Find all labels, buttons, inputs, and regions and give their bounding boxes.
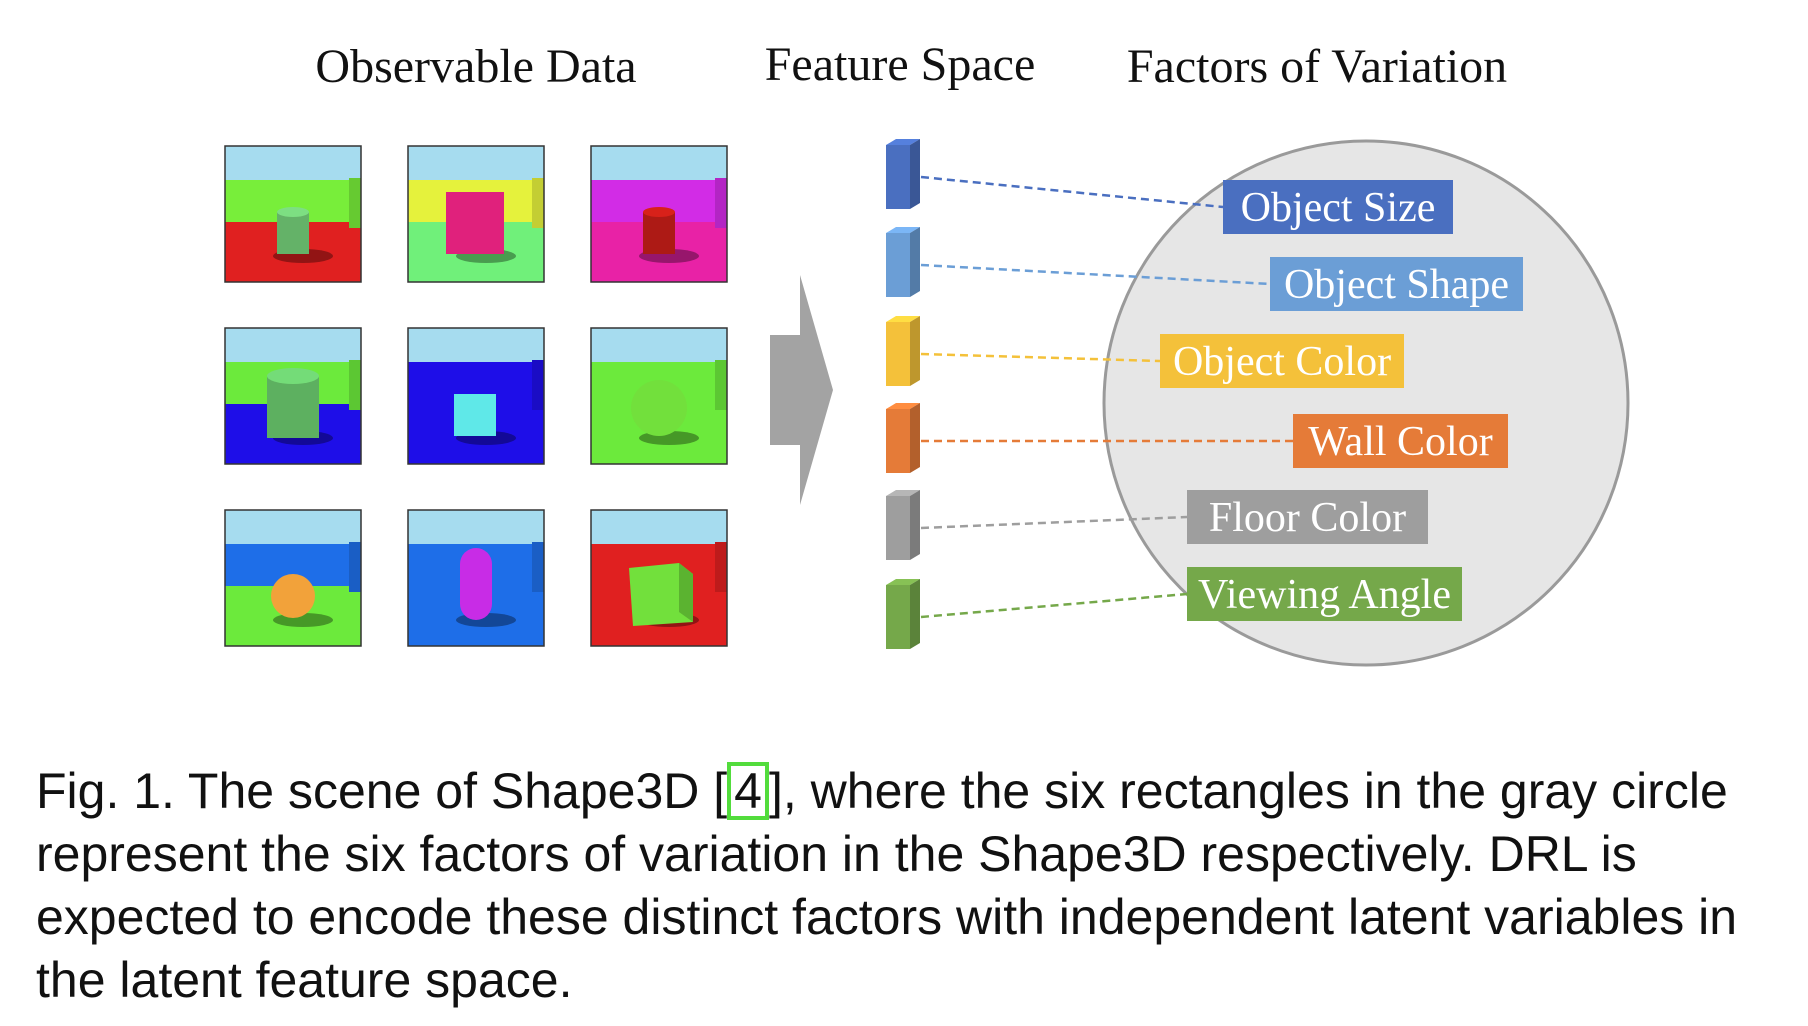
observable-data-grid (224, 145, 728, 647)
connector-line (920, 263, 1271, 286)
heading-factors-of-variation: Factors of Variation (1127, 40, 1507, 93)
feature-space-blocks (886, 139, 920, 649)
scene-thumbnail (407, 509, 545, 647)
scene-thumbnail (590, 509, 728, 647)
caption-prefix: Fig. 1. The scene of Shape3D [ (36, 763, 728, 819)
factor-label-text: Object Size (1241, 185, 1436, 231)
scene-thumbnail (590, 327, 728, 465)
figure: Observable Data Feature Space Factors of… (224, 38, 1630, 667)
scene-thumbnail (224, 509, 362, 647)
factor-label: Floor Color (1187, 490, 1428, 544)
factor-label: Object Shape (1270, 257, 1523, 311)
connector-lines (920, 175, 1293, 619)
caption-body: ], where the six rectangles in the gray … (36, 763, 1738, 1008)
arrow-icon (770, 275, 833, 505)
factor-label: Viewing Angle (1187, 567, 1462, 621)
citation-link[interactable]: 4 (727, 762, 769, 820)
factor-label: Object Size (1223, 180, 1453, 234)
latent-variable-block (886, 579, 920, 649)
scene-thumbnail (407, 145, 545, 283)
factor-label: Wall Color (1293, 414, 1508, 468)
figure-caption: Fig. 1. The scene of Shape3D [4], where … (36, 760, 1774, 1012)
factor-label-text: Viewing Angle (1198, 572, 1451, 618)
latent-variable-block (886, 316, 920, 386)
connector-line (920, 175, 1224, 209)
scene-thumbnail (224, 145, 362, 283)
heading-feature-space: Feature Space (765, 38, 1036, 91)
latent-variable-block (886, 139, 920, 209)
latent-variable-block (886, 227, 920, 297)
factor-label-text: Object Shape (1284, 262, 1509, 308)
scene-thumbnail (590, 145, 728, 283)
scene-thumbnail (224, 327, 362, 465)
latent-variable-block (886, 403, 920, 473)
latent-variable-block (886, 490, 920, 560)
scene-thumbnail (407, 327, 545, 465)
connector-line (920, 515, 1188, 530)
factor-label-text: Wall Color (1308, 419, 1492, 465)
factor-label-text: Floor Color (1209, 495, 1406, 541)
factor-label: Object Color (1160, 334, 1404, 388)
factor-label-text: Object Color (1173, 339, 1391, 385)
heading-observable-data: Observable Data (315, 40, 636, 93)
connector-line (920, 352, 1161, 363)
connector-line (920, 592, 1188, 619)
